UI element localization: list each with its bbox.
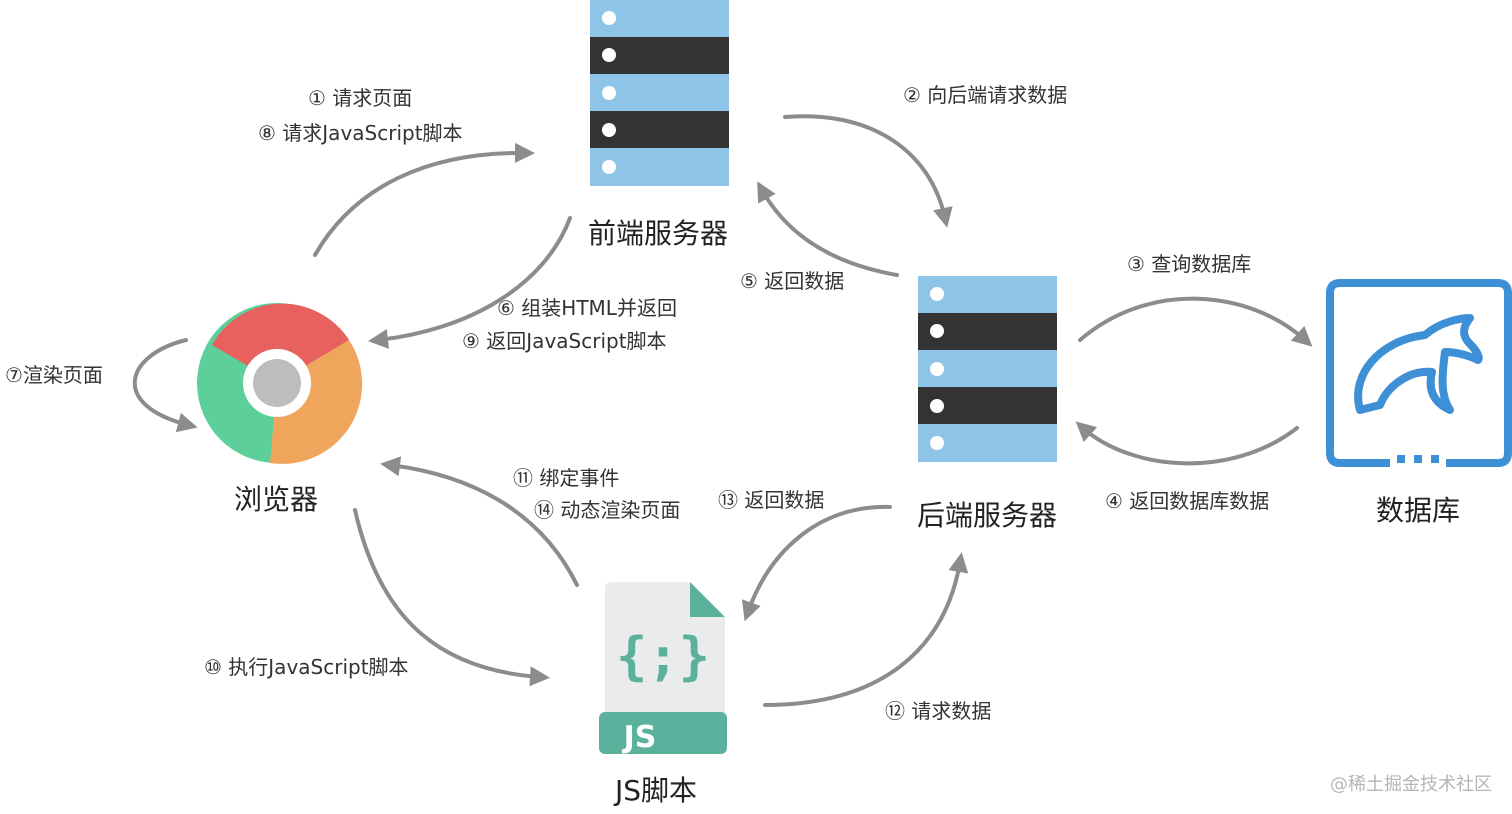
js-file-label: JS	[622, 720, 657, 755]
browser-title: 浏览器	[234, 483, 319, 516]
step-6-label: ⑥ 组装HTML并返回	[497, 296, 677, 320]
step-14-label: ⑭ 动态渲染页面	[534, 498, 681, 522]
backend-server-title: 后端服务器	[917, 499, 1058, 532]
step-4-label: ④ 返回数据库数据	[1105, 489, 1270, 513]
arrow-backend-to-js	[741, 504, 892, 622]
frontend-server-icon	[590, 0, 729, 186]
step-1-label: ① 请求页面	[308, 86, 413, 110]
frontend-server-title: 前端服务器	[588, 217, 729, 250]
step-2-label: ② 向后端请求数据	[903, 83, 1068, 107]
step-3-label: ③ 查询数据库	[1127, 252, 1252, 276]
step-12-label: ⑫ 请求数据	[885, 699, 992, 723]
arrow-frontend-to-browser	[368, 216, 572, 349]
database-title: 数据库	[1376, 494, 1461, 527]
step-8-label: ⑧ 请求JavaScript脚本	[258, 121, 463, 145]
arrow-database-to-backend	[1075, 421, 1299, 466]
arrows	[132, 114, 1313, 707]
database-dolphin-icon	[1326, 279, 1512, 467]
arrow-backend-to-database	[1078, 296, 1313, 347]
arrow-browser-self-render	[132, 338, 198, 433]
js-file-glyph: {;}	[616, 627, 710, 687]
arrow-browser-to-frontend	[313, 142, 535, 257]
step-13-label: ⑬ 返回数据	[718, 488, 825, 512]
arrow-browser-to-js	[353, 508, 550, 687]
js-file-icon: {;} JS	[599, 582, 727, 755]
step-7-label: ⑦渲染页面	[5, 363, 103, 387]
js-script-title: JS脚本	[615, 774, 698, 807]
step-5-label: ⑤ 返回数据	[740, 269, 845, 293]
arrow-js-to-backend	[763, 552, 969, 707]
arrow-frontend-to-backend	[783, 114, 953, 228]
backend-server-icon	[918, 276, 1057, 462]
watermark: @稀土掘金技术社区	[1330, 774, 1492, 795]
step-10-label: ⑩ 执行JavaScript脚本	[204, 655, 409, 679]
chrome-browser-icon	[197, 303, 363, 464]
step-9-label: ⑨ 返回JavaScript脚本	[462, 329, 667, 353]
step-11-label: ⑪ 绑定事件	[513, 466, 620, 490]
arrow-backend-to-frontend	[757, 181, 899, 277]
arrow-js-to-browser	[380, 456, 579, 587]
